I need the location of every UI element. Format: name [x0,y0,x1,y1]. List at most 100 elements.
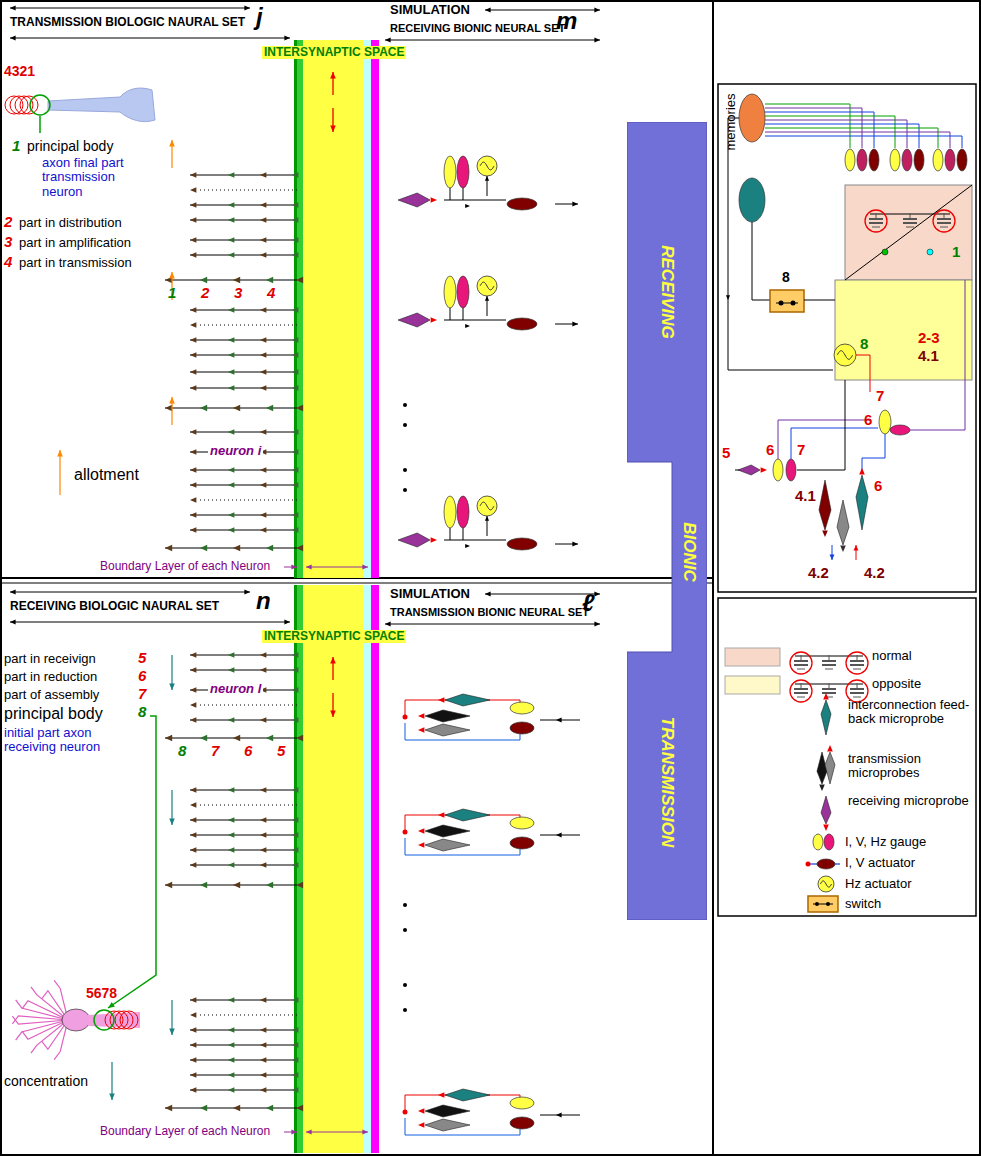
arrow-head [190,832,196,838]
ellipsis-dot [403,488,407,492]
legend-text: Hz actuator [845,877,911,891]
dendrites [12,980,68,1059]
legend-text: opposite [872,677,921,691]
opposite-circuit [835,280,972,380]
arrow-head [330,72,336,78]
sine-wave [480,162,494,170]
arrow-head [228,202,234,208]
arrow-head [465,204,470,208]
arrow-head [228,1057,234,1063]
arrow-head [260,862,266,868]
wire [794,664,808,666]
wire [306,567,368,568]
set-index: m [556,8,577,34]
arrow-head [233,545,240,551]
band-text: RECEIVING [658,245,677,339]
ellipsis-dot [403,903,407,907]
arrow-head [822,531,828,537]
gauge-symbol [824,834,834,850]
arrow-head [228,787,234,793]
arrow-head [200,1105,207,1111]
microprobe-symbol [821,796,831,824]
gauge-symbol [457,276,469,308]
wire [450,308,451,320]
arrow-head [228,527,234,533]
arrow-head [260,1072,266,1078]
contact-ring [790,652,812,674]
arrow-head [260,717,266,723]
arrow-head [296,405,303,411]
arrow-head [10,620,16,625]
arrow-head [292,252,298,258]
wire [728,118,833,370]
actuator-symbol [817,859,835,869]
wire [385,624,600,625]
wire [444,200,506,201]
wire [190,240,297,241]
microprobe-symbol [425,839,470,851]
arrow-head [260,1042,266,1048]
arrow-head [292,1072,298,1078]
arrow-head [292,172,298,178]
switch-symbol [808,896,838,912]
arrow-head [292,467,298,473]
arrow-head [260,997,266,1003]
wire [872,227,880,228]
arrow-head [260,307,266,313]
node-dot [882,249,888,255]
wire [405,838,520,855]
wire [190,670,297,671]
wire [822,688,836,690]
arrow-head [823,693,829,699]
arrow-head [228,1042,234,1048]
arrow-head [292,1027,298,1033]
callout-number: 4.2 [864,565,885,582]
wire [190,175,297,176]
arrow-head [485,296,489,301]
arrow-head [761,467,767,473]
wire [10,622,290,623]
arrow-head [292,817,298,823]
arrow-head [296,277,303,283]
arrow-head [485,516,489,521]
arrow-head [859,468,865,474]
wire [405,1118,520,1135]
legend-text: I, V, Hz gauge [845,835,926,849]
arrow-head [190,652,196,658]
part-name: part of assembly [4,688,99,702]
junction-dot [806,862,811,867]
wire [797,669,805,670]
callout-number: 2 [4,214,12,231]
arrow-head [418,1108,424,1114]
callout-number: 4.1 [918,348,939,365]
space-label: INTERSYNAPTIC SPACE [262,630,406,643]
arrow-head [190,369,196,375]
neuron-name: neuron i [208,444,263,458]
principal-body-ring [30,95,50,115]
part-name: part in receivign [4,652,96,666]
arrow-head [190,322,196,328]
arrow-head [260,467,266,473]
arrow-head [165,545,172,551]
sine-wave [480,282,494,290]
arrow-head [228,429,234,435]
callout-number: 6 [766,442,774,459]
legend-text: normal [872,649,912,663]
arrow-head [233,735,240,741]
arrow-head [266,545,273,551]
arrow-head [260,667,266,673]
microprobe-symbol [425,724,470,736]
arrow-head [228,1072,234,1078]
legend-text: interconnection feed-back microprobe [848,698,970,727]
arrow-head [228,467,234,473]
gauge-symbol [444,276,456,308]
gauge-symbol [786,459,796,481]
wire [165,279,297,280]
arrow-head [228,252,234,258]
arrow-head [228,217,234,223]
arrow-head [165,405,172,411]
arrow-head [190,1027,196,1033]
callout-number: 4.1 [795,488,816,505]
